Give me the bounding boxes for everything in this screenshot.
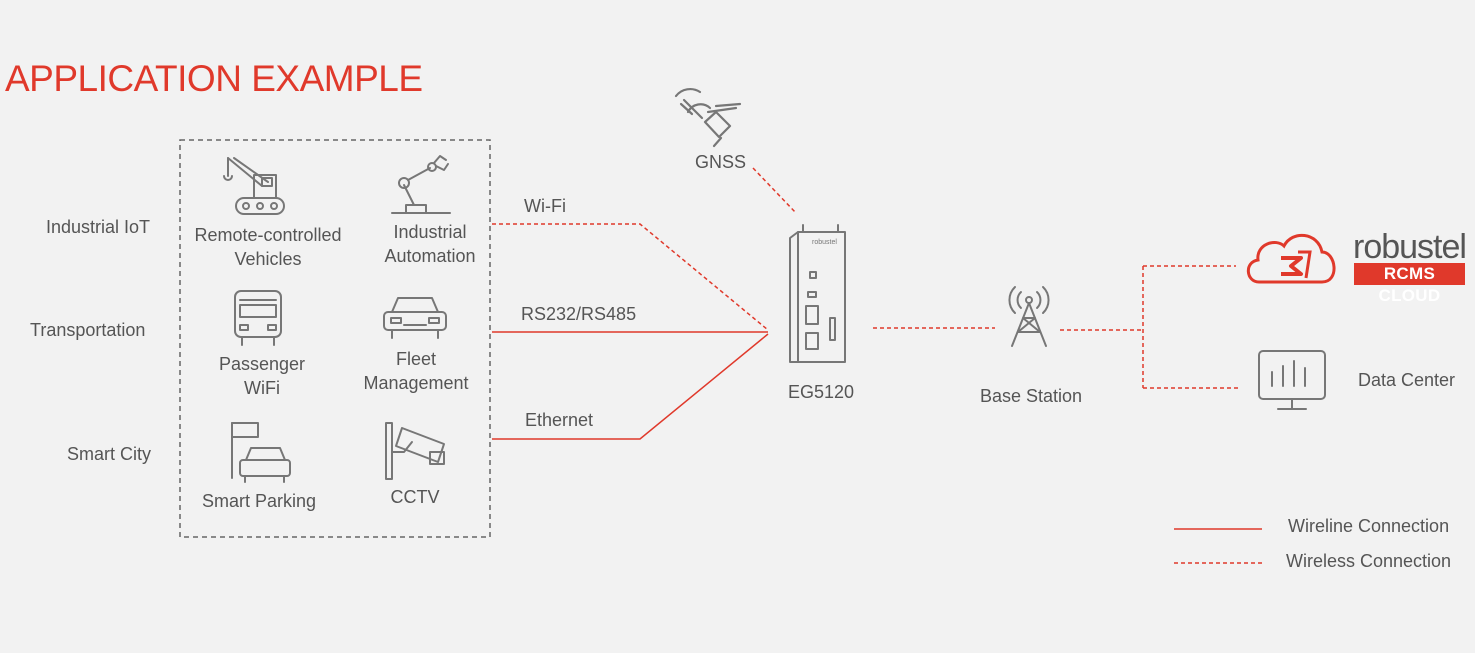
router-brand-text: robustel xyxy=(812,239,837,246)
app-fleet-management-line1: Fleet xyxy=(395,349,437,369)
cloud-logo-icon xyxy=(1246,233,1336,284)
connection-lines xyxy=(492,167,1262,564)
app-remote-vehicles: Remote-controlled Vehicles xyxy=(183,223,353,271)
device-label: EG5120 xyxy=(788,382,855,402)
robustel-logo: robustel xyxy=(1353,228,1467,266)
gnss-line xyxy=(752,167,797,214)
app-cctv: CCTV xyxy=(390,487,440,507)
wifi-line xyxy=(492,223,769,331)
wifi-label: Wi-Fi xyxy=(524,196,566,216)
cctv-camera-icon xyxy=(385,422,445,480)
router-icon xyxy=(789,224,846,363)
category-industrial-iot: Industrial IoT xyxy=(46,217,151,237)
bus-icon xyxy=(234,290,282,346)
ethernet-line xyxy=(492,333,769,440)
app-industrial-automation-line2: Automation xyxy=(384,246,476,266)
app-fleet-management-line2: Management xyxy=(363,373,469,393)
app-remote-vehicles-line2: Vehicles xyxy=(234,249,302,269)
monitor-icon xyxy=(1258,350,1326,410)
parking-icon xyxy=(231,422,291,483)
app-industrial-automation: Industrial Automation xyxy=(365,220,495,268)
category-smart-city: Smart City xyxy=(67,444,152,464)
satellite-icon xyxy=(674,87,742,148)
cell-tower-icon xyxy=(1008,286,1050,347)
applications-group-box xyxy=(179,139,491,538)
ethernet-label: Ethernet xyxy=(525,410,594,430)
app-passenger-wifi-line2: WiFi xyxy=(244,378,280,398)
app-remote-vehicles-line1: Remote-controlled xyxy=(194,225,342,245)
car-front-icon xyxy=(383,297,447,339)
rcms-cloud-badge: RCMS CLOUD xyxy=(1354,263,1465,305)
legend-wireline-label: Wireline Connection xyxy=(1288,516,1450,536)
base-station-label: Base Station xyxy=(980,386,1083,406)
app-passenger-wifi: Passenger WiFi xyxy=(197,352,327,400)
legend-wireless-label: Wireless Connection xyxy=(1286,551,1452,571)
gnss-label: GNSS xyxy=(695,152,747,172)
robot-arm-icon xyxy=(391,155,451,214)
data-center-label: Data Center xyxy=(1358,370,1456,390)
app-fleet-management: Fleet Management xyxy=(351,347,481,395)
crane-vehicle-icon xyxy=(223,157,285,215)
app-smart-parking: Smart Parking xyxy=(201,491,317,511)
page-title: APPLICATION EXAMPLE xyxy=(5,58,423,99)
app-industrial-automation-line1: Industrial xyxy=(393,222,467,242)
serial-label: RS232/RS485 xyxy=(521,304,637,324)
category-transportation: Transportation xyxy=(30,320,146,340)
app-passenger-wifi-line1: Passenger xyxy=(218,354,306,374)
